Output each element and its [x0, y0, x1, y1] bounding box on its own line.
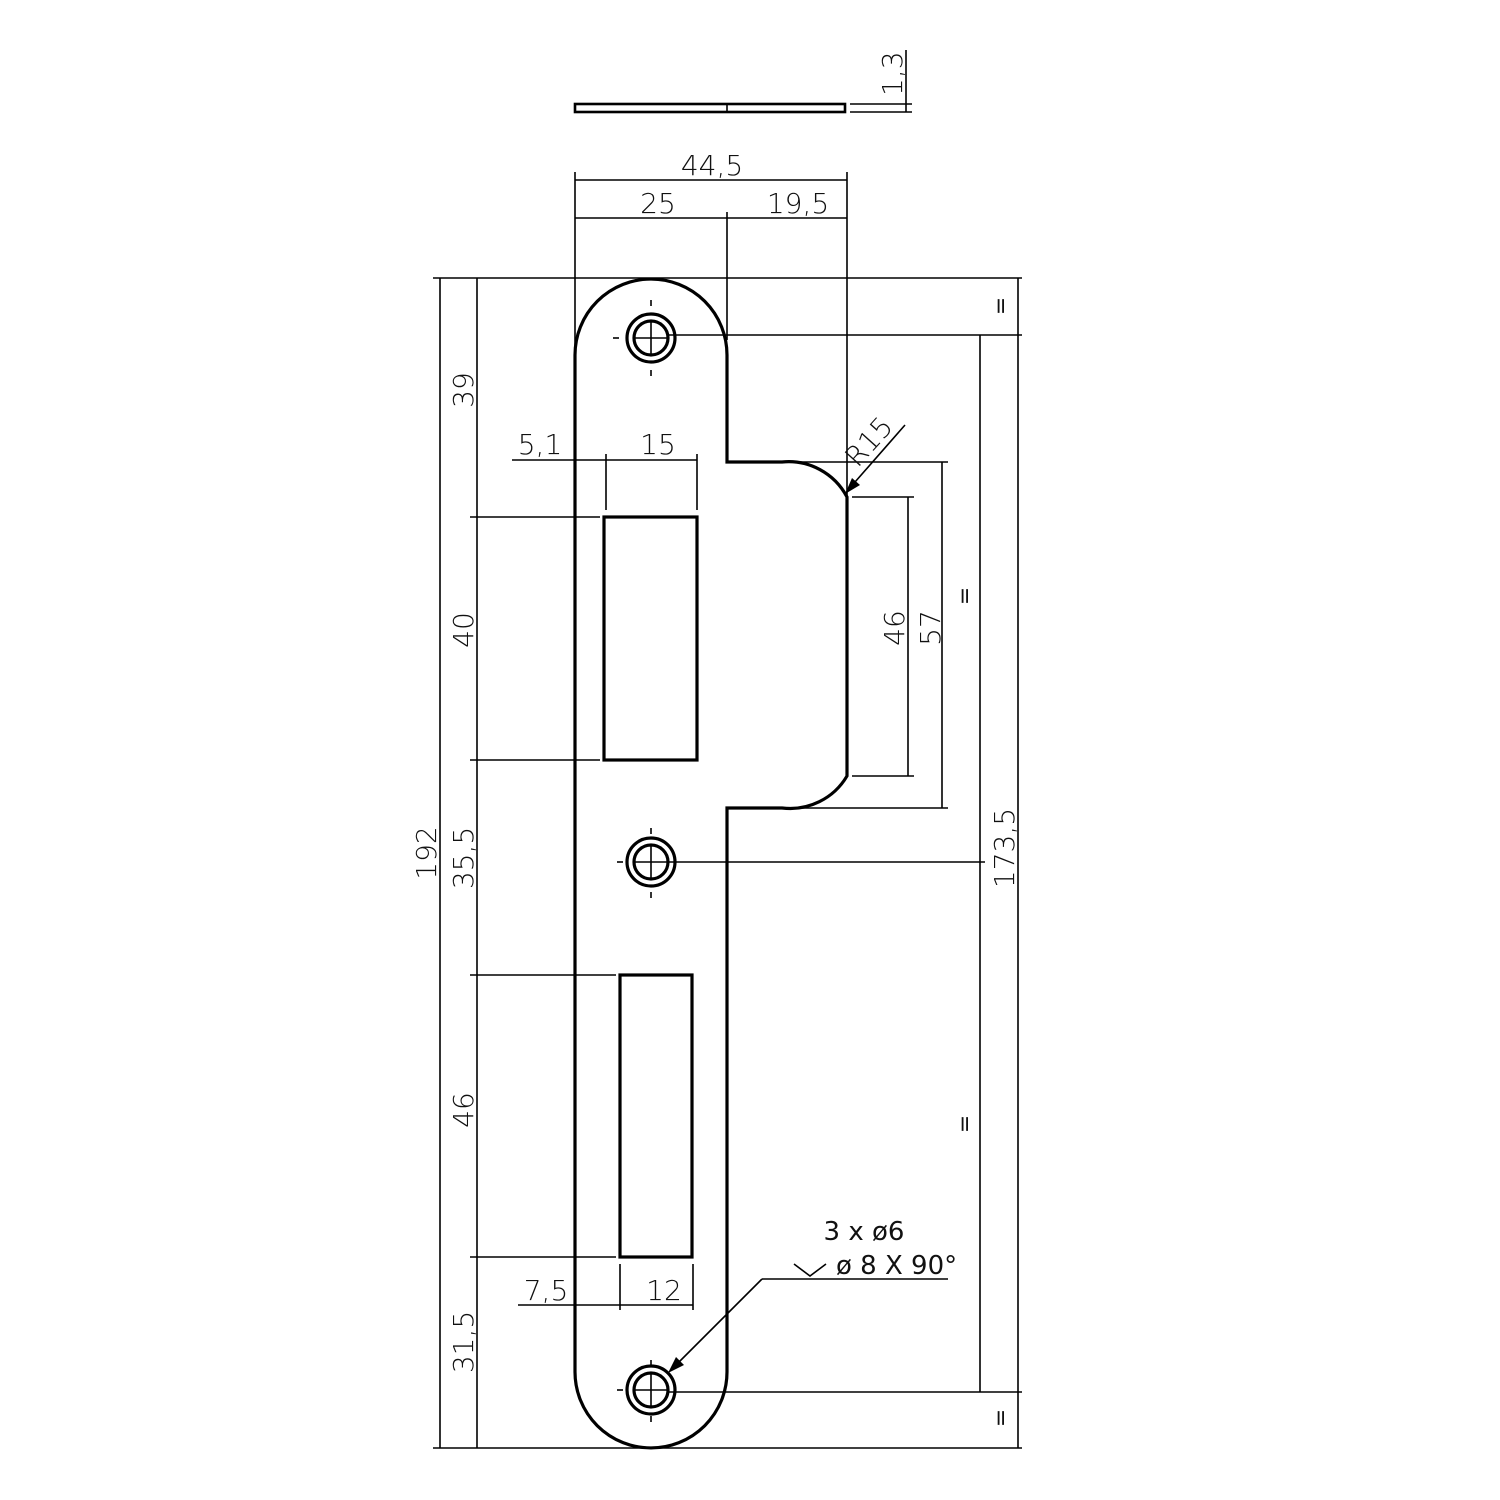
arrow-icon: [668, 1357, 684, 1373]
upper-slot-height-label: 40: [447, 612, 480, 648]
right-width-label: 19,5: [767, 187, 829, 220]
right-vertical-dimensions: 46 57 173,5 = = = =: [878, 278, 1021, 1448]
upper-slot: [602, 515, 699, 762]
top-to-slot-label: 39: [447, 372, 480, 408]
equal-mark-top: =: [989, 297, 1014, 315]
total-width-label: 44,5: [681, 149, 743, 182]
screw-hole-top: [613, 300, 677, 376]
overall-height-label: 192: [410, 826, 443, 879]
countersink-icon: [793, 1263, 827, 1277]
screw-hole-bottom: [617, 1360, 677, 1422]
thickness-dim-label: 1,3: [876, 51, 909, 96]
equal-mark-lower: =: [953, 1115, 978, 1133]
left-width-label: 25: [640, 187, 676, 220]
upper-slot-width-label: 15: [640, 428, 676, 461]
tongue-inner-label: 46: [878, 610, 911, 646]
upper-slot-offset-label: 5,1: [518, 428, 563, 461]
left-vertical-dimensions: 192 39 40 35,5 46 31,5: [410, 278, 480, 1448]
bottom-height-label: 31,5: [447, 1311, 480, 1373]
lower-slot-width-label: 12: [646, 1274, 682, 1307]
upper-slot-dimensions: 5,1 15: [512, 428, 698, 510]
width-dimensions: 44,5 25 19,5: [574, 149, 848, 497]
lower-slot-offset-label: 7,5: [524, 1274, 569, 1307]
lower-slot: [618, 973, 694, 1259]
hole-spacing-label: 173,5: [988, 808, 1021, 888]
equal-mark-upper: =: [953, 587, 978, 605]
equal-mark-bottom: =: [989, 1409, 1014, 1427]
arrow-icon: [845, 478, 860, 494]
side-view: 1,3: [573, 50, 912, 114]
countersink-label: ø 8 X 90°: [836, 1251, 957, 1281]
middle-height-label: 35,5: [447, 827, 480, 889]
lower-slot-dimensions: 7,5 12: [518, 1264, 694, 1310]
hole-count-label: 3 x ø6: [824, 1217, 905, 1247]
lower-slot-height-label: 46: [447, 1092, 480, 1128]
tongue-outer-label: 57: [914, 610, 947, 646]
hole-callout: 3 x ø6 ø 8 X 90°: [668, 1217, 957, 1373]
screw-hole-middle: [617, 828, 677, 898]
radius-callout: R15: [838, 410, 906, 494]
extension-lines: [433, 277, 1022, 1449]
